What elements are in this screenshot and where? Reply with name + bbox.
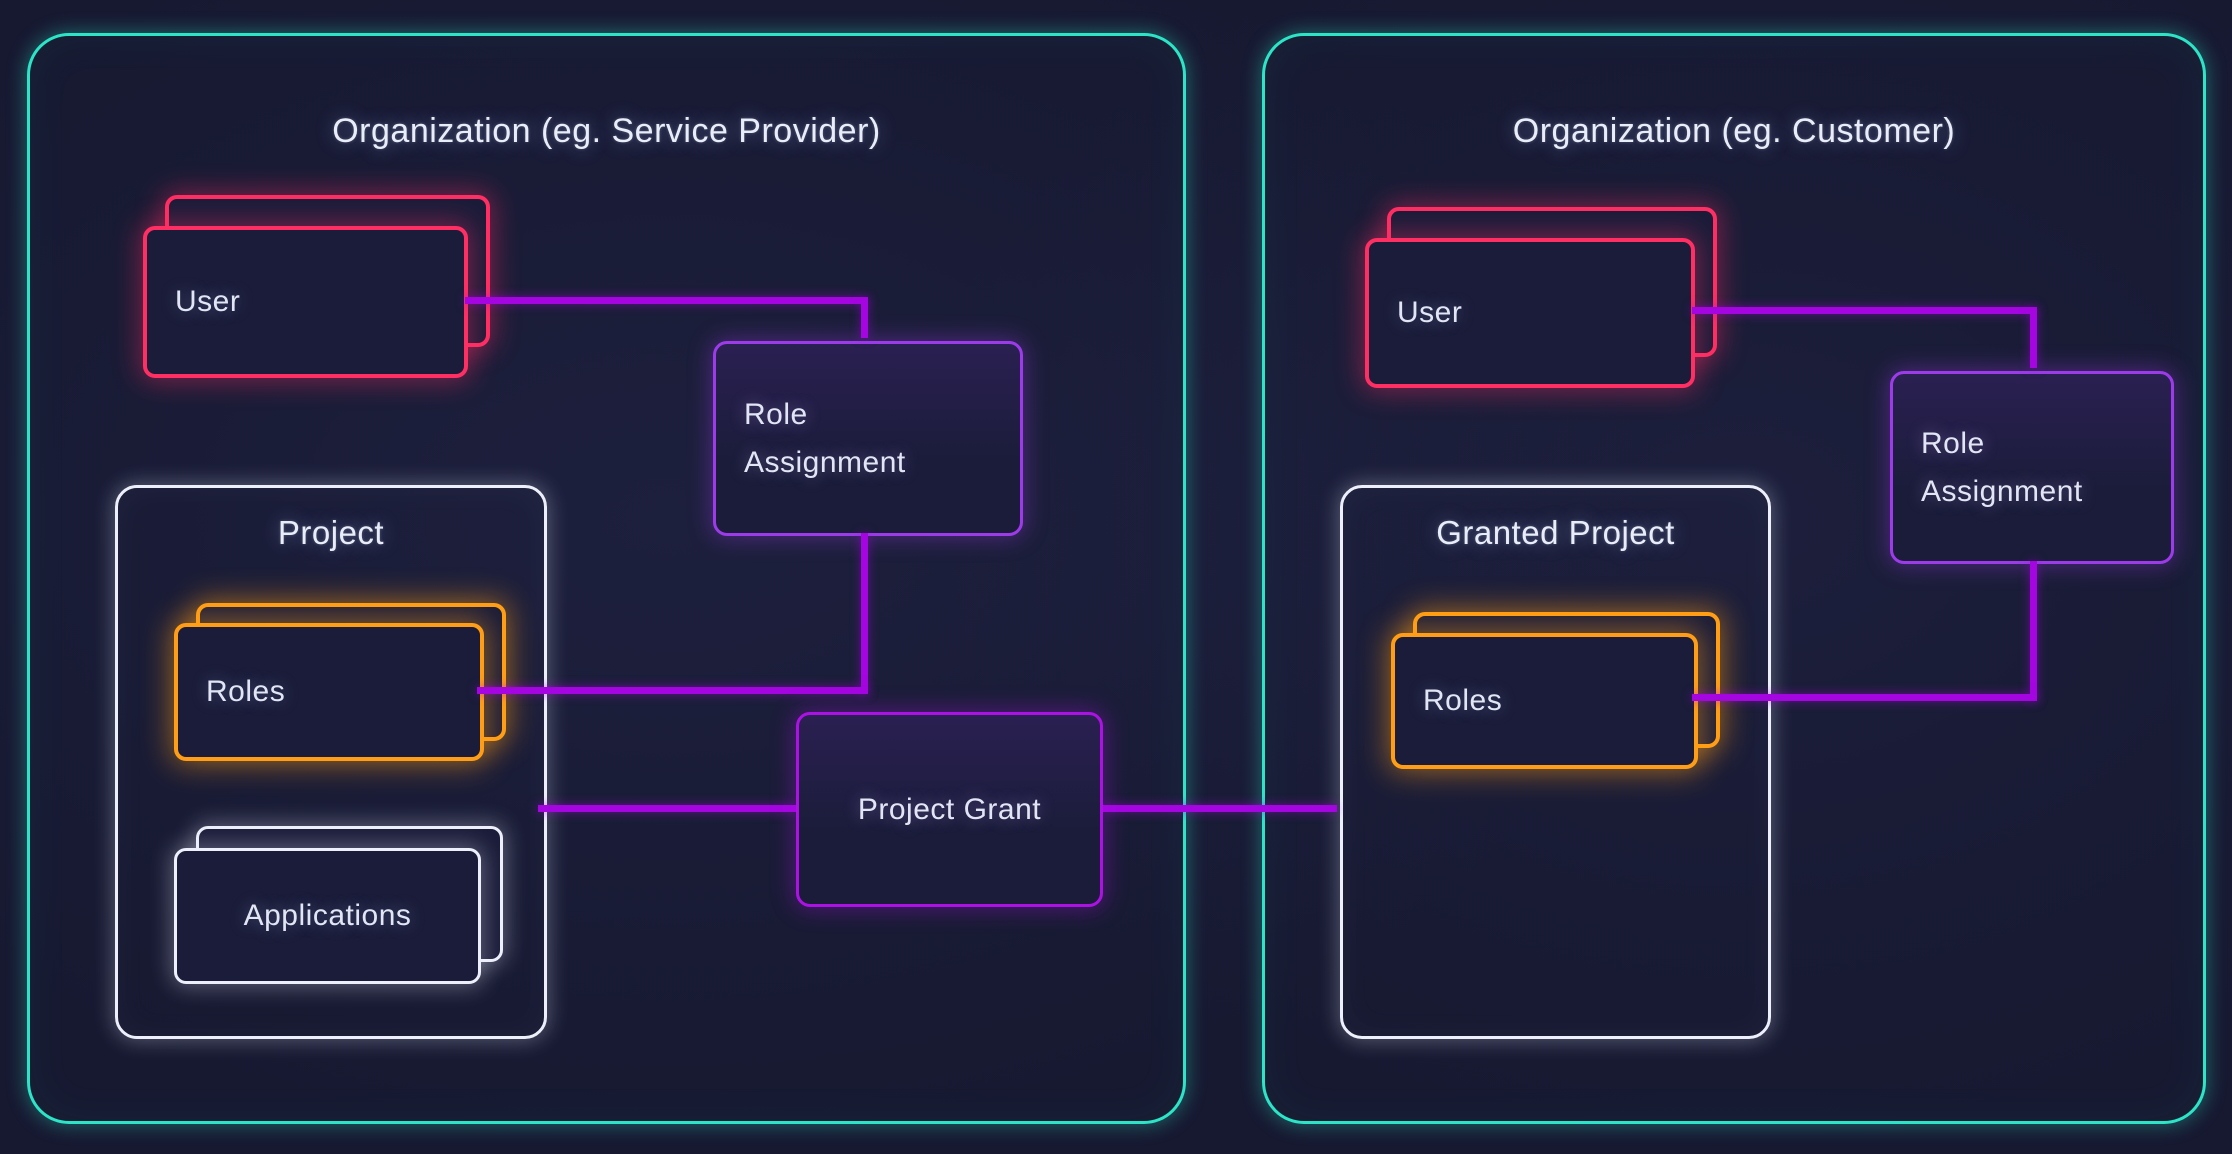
user-card: User bbox=[143, 226, 468, 378]
roles-card: Roles bbox=[174, 623, 484, 761]
connector-project-to-project-grant bbox=[538, 805, 796, 812]
project-title: Project bbox=[277, 514, 385, 551]
org-customer-title: Organization (eg. Customer) bbox=[1512, 112, 1956, 150]
roles-card: Roles bbox=[1391, 633, 1698, 769]
role-assignment-box: Role Assignment bbox=[713, 341, 1023, 536]
role-assignment-box: Role Assignment bbox=[1890, 371, 2174, 564]
applications-card: Applications bbox=[174, 848, 481, 984]
applications-card-label: Applications bbox=[243, 899, 412, 932]
project-grant-box: Project Grant bbox=[796, 712, 1103, 907]
connector-left-role-assignment-to-roles-vertical bbox=[861, 533, 868, 694]
user-card-label: User bbox=[1397, 296, 1463, 329]
project-container: Project Roles Applications bbox=[115, 485, 547, 1039]
connector-left-user-to-role-assignment-horizontal bbox=[465, 297, 868, 304]
connector-right-user-to-role-assignment-vertical bbox=[2030, 310, 2037, 368]
granted-project-container: Granted Project Roles bbox=[1340, 485, 1771, 1039]
org-service-provider-title: Organization (eg. Service Provider) bbox=[332, 112, 881, 150]
user-card: User bbox=[1365, 238, 1695, 388]
project-grant-label: Project Grant bbox=[857, 792, 1042, 826]
roles-card-label: Roles bbox=[1423, 684, 1503, 717]
org-customer-container: Organization (eg. Customer) User Role As… bbox=[1262, 33, 2206, 1124]
role-assignment-label: Role Assignment bbox=[744, 397, 906, 479]
roles-card-label: Roles bbox=[206, 675, 286, 708]
connector-project-grant-to-granted-project bbox=[1103, 805, 1337, 812]
org-service-provider-container: Organization (eg. Service Provider) User… bbox=[27, 33, 1186, 1124]
granted-project-title: Granted Project bbox=[1436, 514, 1675, 551]
user-card-label: User bbox=[175, 285, 241, 318]
connector-right-role-assignment-to-roles-horizontal bbox=[1692, 694, 2037, 701]
connector-left-role-assignment-to-roles-horizontal bbox=[477, 687, 868, 694]
connector-left-user-to-role-assignment-vertical bbox=[861, 300, 868, 338]
role-assignment-label: Role Assignment bbox=[1921, 426, 2083, 508]
connector-right-role-assignment-to-roles-vertical bbox=[2030, 561, 2037, 701]
connector-right-user-to-role-assignment-horizontal bbox=[1692, 307, 2037, 314]
